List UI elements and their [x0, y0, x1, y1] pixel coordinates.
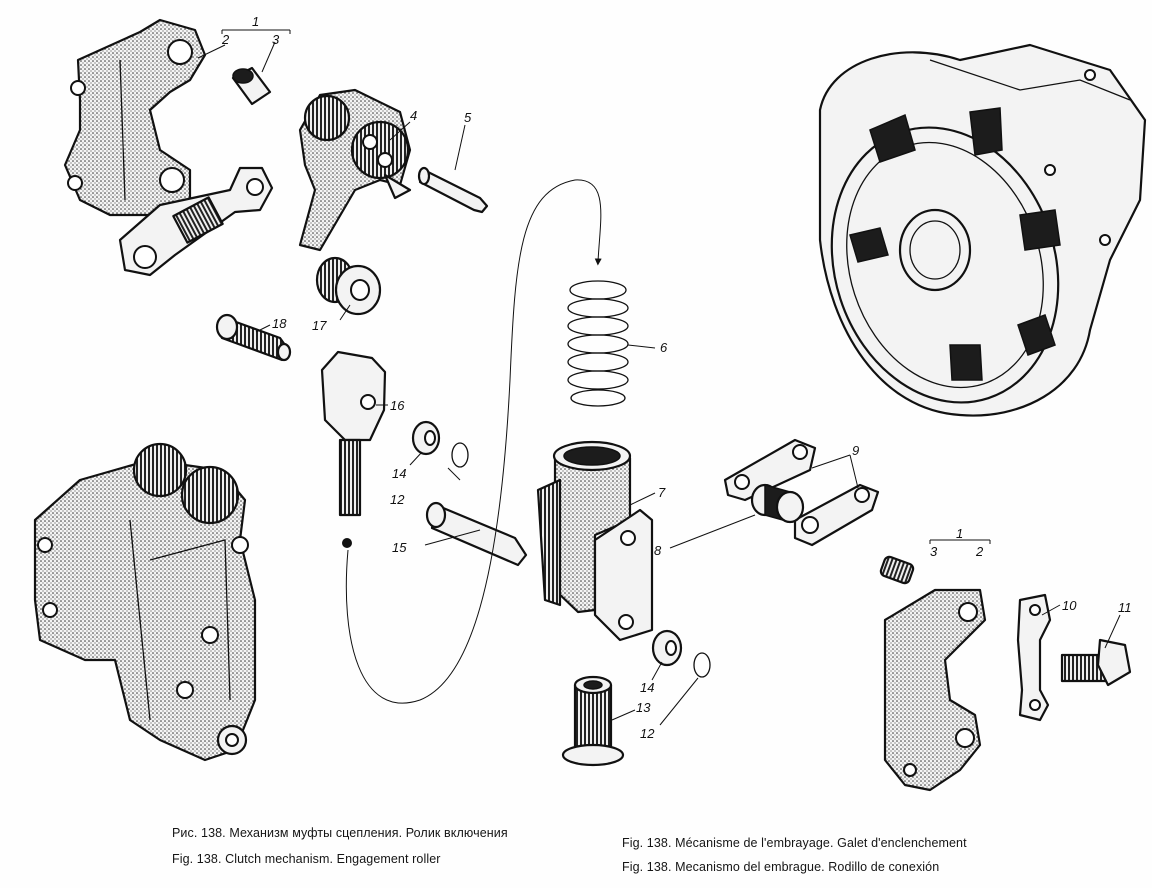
callout-13: 13 — [636, 700, 651, 715]
callout-12-upper: 12 — [390, 492, 405, 507]
callout-15: 15 — [392, 540, 407, 555]
bracket-part-2 — [63, 18, 207, 217]
callout-5: 5 — [464, 110, 472, 125]
bolt-part-11 — [1060, 638, 1132, 687]
callout-7: 7 — [658, 485, 666, 500]
assembled-mechanism — [33, 442, 257, 762]
callout-4: 4 — [410, 108, 417, 123]
pin-part-15 — [425, 501, 528, 567]
clutch-housing — [818, 43, 1147, 417]
callout-3-right: 3 — [930, 544, 938, 559]
callout-14-upper: 14 — [392, 466, 406, 481]
caption-english: Fig. 138. Clutch mechanism. Engagement r… — [172, 852, 441, 866]
callout-1-right: 1 — [956, 526, 963, 541]
callout-14-lower: 14 — [640, 680, 654, 695]
roller-part-8 — [750, 483, 805, 524]
pin-part-18 — [215, 313, 292, 362]
link-plates-part-9 — [723, 438, 880, 547]
callout-8: 8 — [654, 543, 662, 558]
adjusting-link — [118, 166, 274, 277]
callout-9: 9 — [852, 443, 859, 458]
bracket-part-2-right — [883, 588, 987, 792]
callout-16: 16 — [390, 398, 405, 413]
callout-12-lower: 12 — [640, 726, 655, 741]
callout-11: 11 — [1118, 600, 1132, 615]
roller-part-17 — [315, 256, 382, 316]
ring-part-12-lower — [693, 652, 711, 678]
callout-numbers: 1 2 3 4 5 6 7 8 9 10 11 12 12 13 14 14 1… — [221, 14, 1132, 741]
callout-18: 18 — [272, 316, 287, 331]
screw-part-3-right — [879, 555, 915, 585]
bushing-part-13 — [561, 675, 625, 767]
callout-3-top: 3 — [272, 32, 280, 47]
callout-17: 17 — [312, 318, 327, 333]
lever-part-4 — [298, 88, 412, 252]
ring-part-12-upper — [451, 442, 469, 468]
callout-10: 10 — [1062, 598, 1077, 613]
callout-2-right: 2 — [975, 544, 984, 559]
caption-spanish: Fig. 138. Mecanismo del embrague. Rodill… — [622, 860, 940, 874]
callout-1-top: 1 — [252, 14, 259, 29]
leader-lines — [197, 29, 1121, 726]
callout-2-top: 2 — [221, 32, 230, 47]
washer-part-14-upper — [411, 420, 441, 456]
fork-bolt-part-16 — [320, 350, 387, 548]
roller-housing-part-7 — [536, 440, 654, 642]
spring-part-6 — [567, 280, 629, 407]
caption-french: Fig. 138. Mécanisme de l'embrayage. Gale… — [622, 836, 967, 850]
screw-part-3 — [231, 66, 272, 106]
washer-part-14-lower — [651, 629, 683, 667]
pin-part-5 — [417, 166, 489, 214]
assembly-path-line — [345, 179, 602, 704]
callout-6: 6 — [660, 340, 668, 355]
caption-russian: Рис. 138. Механизм муфты сцепления. Роли… — [172, 826, 508, 840]
